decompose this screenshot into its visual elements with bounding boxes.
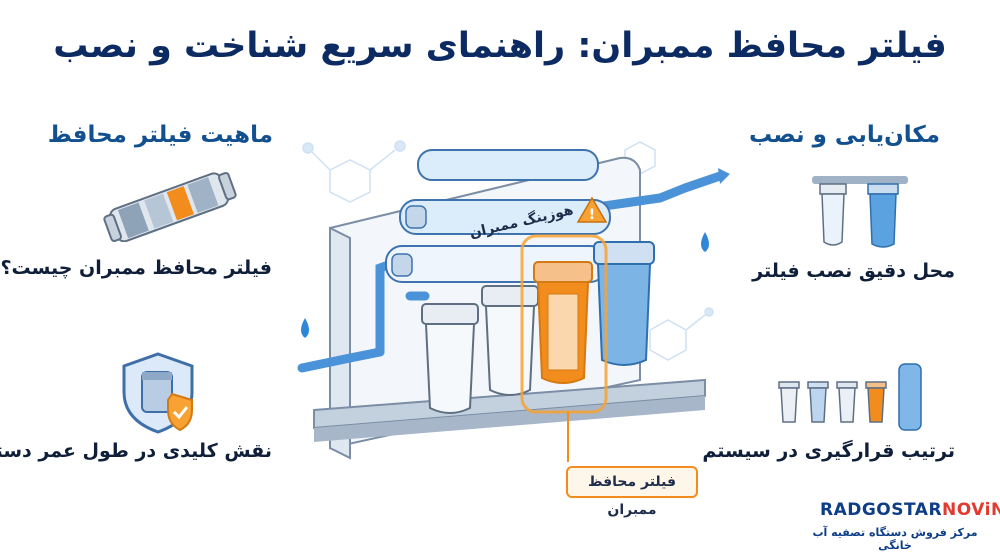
brand-name-part1: RADGOSTAR: [820, 500, 943, 520]
left-item-caption-1: فیلتر محافظ ممبران چیست؟: [0, 257, 272, 279]
brand-subtitle: مرکز فروش دستگاه تصفیه آب خانگی: [812, 526, 978, 552]
filter-housings-icon: [812, 176, 908, 248]
ro-unit-illustration: !: [297, 149, 730, 462]
left-item-caption-2: نقش کلیدی در طول عمر دستگاه: [0, 440, 272, 462]
page-title: فیلتر محافظ ممبران: راهنمای سریع شناخت و…: [53, 26, 947, 66]
svg-text:!: !: [589, 207, 595, 223]
molecule-decoration: [302, 140, 714, 361]
right-section-heading: مکان‌یابی و نصب: [748, 122, 940, 148]
left-section-heading: ماهیت فیلتر محافظ: [47, 122, 273, 148]
right-item-caption-2: ترتیب قرارگیری در سیستم: [702, 440, 955, 462]
protector-highlight: [520, 234, 608, 414]
shield-filter-icon: [122, 352, 194, 434]
warning-triangle-icon: [576, 196, 608, 223]
right-item-caption-1: محل دقیق نصب فیلتر: [752, 260, 955, 282]
brand-logo: RADGOSTARNOViN: [820, 500, 1000, 520]
filter-sequence-icon: [778, 363, 922, 431]
membrane-housing-top: [417, 149, 599, 181]
water-drops: [301, 232, 709, 338]
membrane-housing: [399, 199, 611, 235]
cartridge-icon: [103, 172, 237, 242]
protector-callout: فیلتر محافظ ممبران: [566, 466, 698, 518]
brand-name-part2: NOViN: [942, 500, 1000, 520]
